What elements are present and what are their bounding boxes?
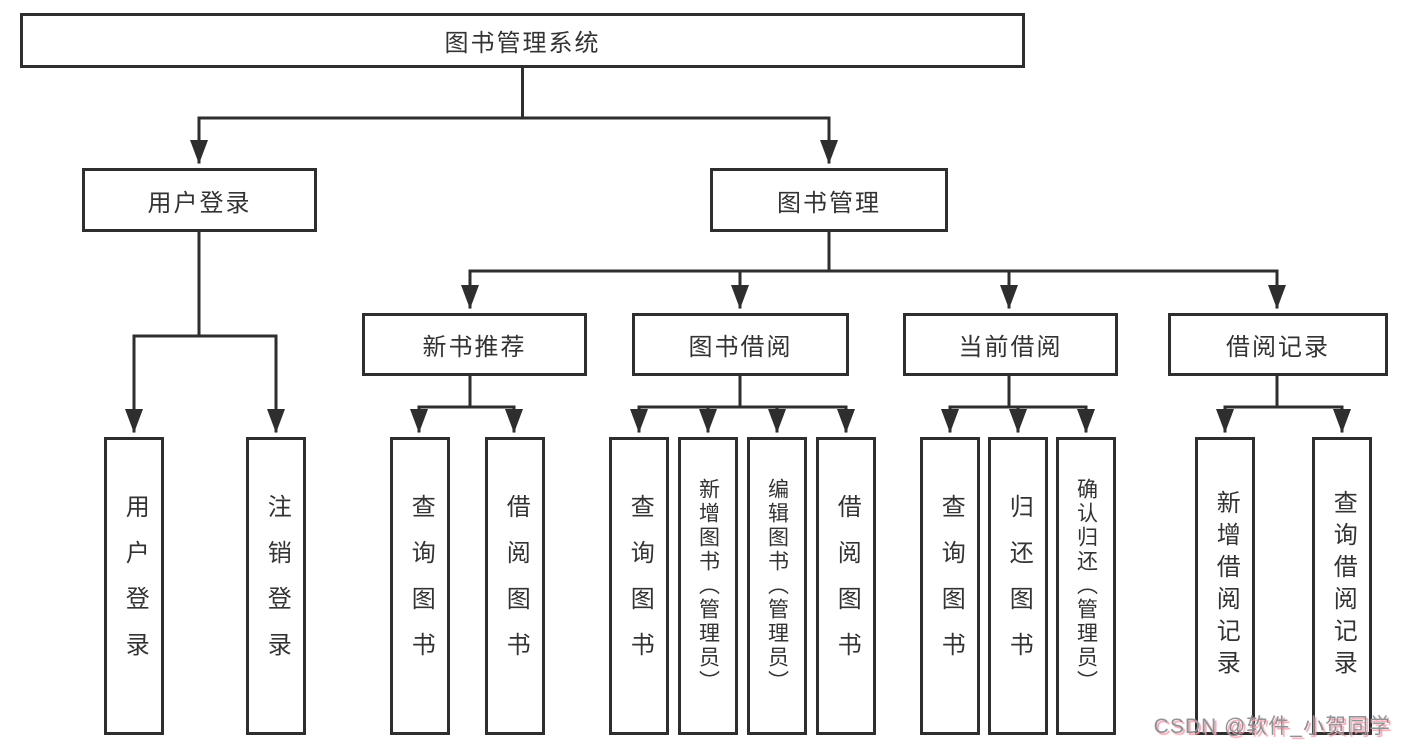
node-book-borrow: 图书借阅 <box>632 313 849 376</box>
leaf-label: 查询图书 <box>407 494 435 678</box>
leaf-label: 归还图书 <box>1005 494 1033 678</box>
leaf-label: 查询图书 <box>626 494 654 678</box>
node-label: 新书推荐 <box>422 334 527 361</box>
leaf-newbook-borrow: 借阅图书 <box>485 437 545 735</box>
leaf-label: 查询图书 <box>937 494 965 678</box>
node-current-borrow: 当前借阅 <box>903 313 1118 376</box>
leaf-label: 注销登录 <box>263 494 291 678</box>
connector-new-book-recommend <box>410 374 523 433</box>
leaf-borrow-edit-admin: 编辑图书（管理员） <box>747 437 807 735</box>
node-user-login: 用户登录 <box>82 168 317 232</box>
leaf-label: 查询借阅记录 <box>1329 490 1357 682</box>
node-label: 借阅记录 <box>1226 334 1330 361</box>
node-book-management: 图书管理 <box>710 168 948 232</box>
node-label: 图书管理 <box>777 189 881 217</box>
leaf-borrow-add-admin: 新增图书（管理员） <box>678 437 738 735</box>
connector-book-management <box>461 230 1286 309</box>
leaf-borrow-query: 查询图书 <box>609 437 669 735</box>
node-library-system: 图书管理系统 <box>20 13 1025 68</box>
node-label: 图书管理系统 <box>444 30 601 57</box>
node-new-book-recommend: 新书推荐 <box>362 313 587 376</box>
leaf-records-add: 新增借阅记录 <box>1195 437 1255 735</box>
leaf-records-query: 查询借阅记录 <box>1312 437 1372 735</box>
leaf-label: 新增借阅记录 <box>1212 490 1240 682</box>
node-label: 用户登录 <box>147 189 252 217</box>
leaf-current-return: 归还图书 <box>988 437 1048 735</box>
node-borrow-records: 借阅记录 <box>1168 313 1388 376</box>
leaf-newbook-query: 查询图书 <box>390 437 450 735</box>
node-label: 图书借阅 <box>688 334 793 361</box>
leaf-label: 借阅图书 <box>502 494 530 678</box>
leaf-user-login: 用户登录 <box>104 437 164 735</box>
leaf-current-confirm-admin: 确认归还（管理员） <box>1056 437 1116 735</box>
connector-borrow-records <box>1216 374 1351 433</box>
leaf-label: 确认归还（管理员） <box>1074 478 1098 694</box>
leaf-logout: 注销登录 <box>246 437 306 735</box>
leaf-label: 新增图书（管理员） <box>696 478 720 694</box>
leaf-label: 编辑图书（管理员） <box>765 478 789 694</box>
connector-root <box>190 66 838 164</box>
leaf-borrow-borrow: 借阅图书 <box>816 437 876 735</box>
csdn-watermark: CSDN @软件_小贺同学 <box>1153 715 1391 738</box>
connector-current-borrow <box>941 374 1095 433</box>
connector-user-login <box>125 230 285 433</box>
node-label: 当前借阅 <box>958 334 1063 361</box>
connector-book-borrow <box>630 374 855 433</box>
leaf-current-query: 查询图书 <box>920 437 980 735</box>
leaf-label: 借阅图书 <box>833 494 861 678</box>
leaf-label: 用户登录 <box>121 494 149 678</box>
